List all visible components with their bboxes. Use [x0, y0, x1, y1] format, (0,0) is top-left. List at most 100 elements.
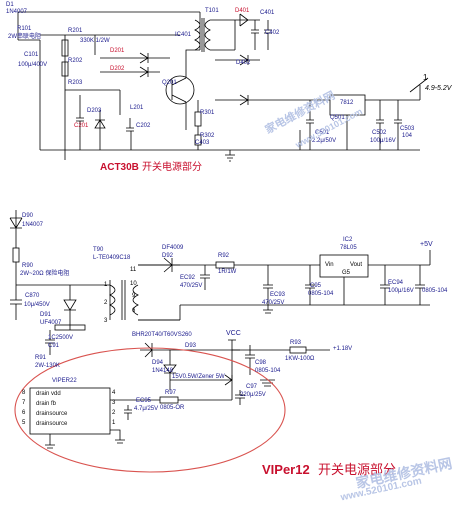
label-c202: C202: [136, 123, 151, 129]
label-r93: R93: [290, 340, 302, 346]
label-ec94: EC94: [388, 280, 404, 286]
ic-pin-3: 3: [112, 400, 116, 406]
ic-row-3: drainsource: [36, 411, 68, 417]
label-d201: D201: [110, 48, 125, 54]
label-c97: C97: [246, 384, 258, 390]
label-d93-ref: D93: [185, 343, 197, 349]
t90-pin-1: 1: [104, 282, 108, 288]
label-q501: Q501: [330, 115, 345, 121]
ic-pin-2: 2: [112, 410, 116, 416]
label-c98: C98: [255, 360, 267, 366]
label-c501-value: 2.2μ/50V: [312, 138, 337, 144]
ic-pin-1: 1: [112, 420, 116, 426]
label-c97-value: 220μ/25V: [240, 392, 266, 398]
ic-row-1: drain vdd: [36, 391, 61, 397]
ic-pin-8: 8: [22, 390, 26, 396]
label-r92: R92: [218, 253, 230, 259]
label-d91: D91: [40, 312, 52, 318]
label-output-pin: 1: [423, 73, 428, 82]
label-c402: C402: [265, 30, 280, 36]
label-ec95: EC95: [136, 398, 152, 404]
label-q201: Q201: [162, 80, 177, 86]
label-d92: DF4009: [162, 245, 184, 251]
label-t90: T90: [93, 247, 104, 253]
label-t101: T101: [205, 8, 219, 14]
label-7812: 7812: [340, 100, 354, 106]
label-r93-value: 1KW-100Ω: [285, 356, 315, 362]
label-d94: D94: [152, 360, 164, 366]
label-d93: BHR20T40/T60VS260: [132, 332, 192, 338]
label-c501: C501: [315, 130, 330, 136]
label-viper22: VIPER22: [52, 378, 77, 384]
label-t90-value: L-TE0409C18: [93, 255, 131, 261]
label-ec93-value: 470/25V: [262, 300, 285, 306]
label-g5: G5: [342, 270, 351, 276]
label-c403: C403: [195, 140, 210, 146]
label-r301: R301: [200, 110, 215, 116]
label-c870: C870: [25, 293, 40, 299]
label-c96-value: 0805-104: [422, 288, 448, 294]
label-r97: R97: [165, 390, 177, 396]
label-r90: R90: [22, 263, 34, 269]
label-vin: Vin: [325, 262, 334, 268]
label-r302: R302: [200, 133, 215, 139]
label-c95: C95: [310, 283, 322, 289]
t90-pin-2: 2: [104, 300, 108, 306]
label-c91-ref: C91: [48, 343, 60, 349]
highlight-ellipse: [14, 347, 286, 473]
label-d90: D90: [22, 213, 34, 219]
label-r90-value: 2W~20Ω 保险电阻: [20, 271, 70, 277]
t90-pin-6: 6: [132, 308, 136, 314]
label-c91: 1C2500V: [48, 335, 74, 341]
label-d202: D202: [110, 66, 125, 72]
t90-pin-11: 11: [130, 267, 137, 273]
label-d1-value: 1N4007: [6, 9, 28, 15]
label-c503: C503: [400, 126, 415, 132]
label-vcc: VCC: [226, 330, 241, 337]
label-ic401: IC401: [175, 32, 192, 38]
label-r203: R203: [68, 80, 83, 86]
label-d92-ref: D92: [162, 253, 174, 259]
label-d203: D203: [87, 108, 102, 114]
ic-pin-7: 7: [22, 400, 26, 406]
ic-row-2: drain fb: [36, 401, 57, 407]
label-d94-value: 1N4148: [152, 368, 174, 374]
label-r97-value: 0805-OR: [160, 405, 185, 411]
label-ec93: EC93: [270, 292, 286, 298]
top-title: ACT30B: [100, 162, 139, 173]
label-r101-value: 2W串联电阻: [8, 34, 42, 40]
ic-row-4: drainsource: [36, 421, 68, 427]
label-zener: 15V0.5W/Zener 5W: [172, 374, 225, 380]
label-c870-value: 10μ/450V: [24, 302, 50, 308]
label-c401: C401: [260, 10, 275, 16]
label-d90-value: 1N4007: [22, 222, 44, 228]
top-title-cn: 开关电源部分: [142, 162, 202, 173]
bottom-title: VIPer12: [262, 462, 310, 477]
label-v118: +1.18V: [333, 346, 353, 352]
label-d402: D402: [236, 60, 251, 66]
label-d91-value: UF4007: [40, 320, 62, 326]
label-ec94-value: 100μ/16V: [388, 288, 414, 294]
label-r202: R202: [68, 58, 83, 64]
label-r201-value: 330K 1/2W: [80, 38, 110, 44]
label-ec92-value: 470/25V: [180, 283, 203, 289]
ic-pin-4: 4: [112, 390, 116, 396]
bottom-title-cn: 开关电源部分: [318, 462, 397, 477]
label-ec92: EC92: [180, 275, 196, 281]
label-d1: D1: [6, 2, 14, 8]
label-c101: C101: [24, 52, 39, 58]
label-c95-value: 0805-104: [308, 291, 334, 297]
label-r101: R101: [17, 26, 32, 32]
label-r91: R91: [35, 355, 47, 361]
label-plus5v: +5V: [420, 241, 433, 248]
label-c98-value: 0805-104: [255, 368, 281, 374]
label-ec95-value: 4.7μ/25V: [134, 406, 159, 412]
label-c502-value: 100μ/16V: [370, 138, 396, 144]
label-output-voltage: 4.9-5.2V: [425, 85, 452, 92]
ic-pin-5: 5: [22, 420, 26, 426]
label-c201: C201: [74, 123, 89, 129]
label-c502: C502: [372, 130, 387, 136]
label-c503-value: 104: [402, 133, 413, 139]
